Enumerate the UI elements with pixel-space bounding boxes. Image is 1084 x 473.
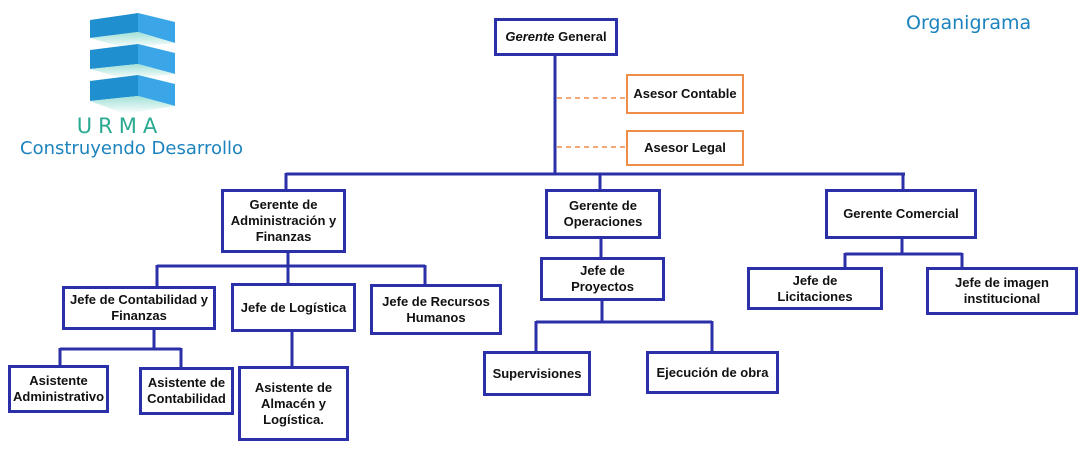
node-asistente-contabilidad[interactable]: Asistente de Contabilidad [139,367,234,415]
node-label: Gerente de Operaciones [563,198,643,229]
slab-2 [90,44,175,79]
node-asesor-legal[interactable]: Asesor Legal [626,130,744,166]
node-jefe-proyectos[interactable]: Jefe de Proyectos [540,257,665,301]
node-gerente-general[interactable]: Gerente General [494,18,618,56]
node-label: Jefe de Recursos Humanos [382,293,490,325]
node-jefe-imagen[interactable]: Jefe de imagen institucional [926,267,1078,315]
node-label: Gerente Comercial [843,206,959,221]
node-gerente-admin[interactable]: Gerente de Administración y Finanzas [221,189,346,253]
logo-brand: URMA [76,114,164,138]
node-label: Asistente de Almacén y Logística. [254,379,333,427]
node-label: General [554,29,607,44]
node-jefe-logistica[interactable]: Jefe de Logística [231,283,356,332]
node-label: Jefe de Proyectos [571,263,634,294]
slab-1 [90,13,175,48]
node-jefe-contabilidad[interactable]: Jefe de Contabilidad y Finanzas [62,286,216,330]
node-jefe-rrhh[interactable]: Jefe de Recursos Humanos [370,284,502,335]
node-gerente-comercial[interactable]: Gerente Comercial [825,189,977,239]
node-gerente-operaciones[interactable]: Gerente de Operaciones [545,189,661,239]
logo-tagline: Construyendo Desarrollo [20,138,243,159]
node-label: Asesor Contable [633,86,737,101]
node-label: Asistente Administrativo [13,373,105,404]
node-label: Gerente de Administración y Finanzas [230,197,337,244]
page-title: Organigrama [906,12,1032,34]
node-label: Jefe de imagen institucional [955,275,1049,306]
node-asistente-admin[interactable]: Asistente Administrativo [8,365,109,413]
node-label: Asistente de Contabilidad [147,375,226,406]
node-label-italic: Gerente [505,29,555,44]
node-label: Jefe de Logística [240,299,347,315]
node-asistente-almacen[interactable]: Asistente de Almacén y Logística. [238,366,349,441]
node-supervisiones[interactable]: Supervisiones [483,351,591,396]
slab-3 [90,75,175,114]
node-jefe-licitaciones[interactable]: Jefe de Licitaciones [747,267,883,310]
node-label: Asesor Legal [644,140,726,155]
node-ejecucion-obra[interactable]: Ejecución de obra [646,351,779,394]
node-asesor-contable[interactable]: Asesor Contable [626,74,744,114]
company-logo: URMA Construyendo Desarrollo [20,10,250,170]
node-label: Ejecución de obra [656,364,769,380]
node-label: Supervisiones [492,365,582,381]
building-stack-icon [90,13,175,114]
node-label: Jefe de Contabilidad y Finanzas [70,292,208,323]
node-label: Jefe de Licitaciones [777,272,853,304]
